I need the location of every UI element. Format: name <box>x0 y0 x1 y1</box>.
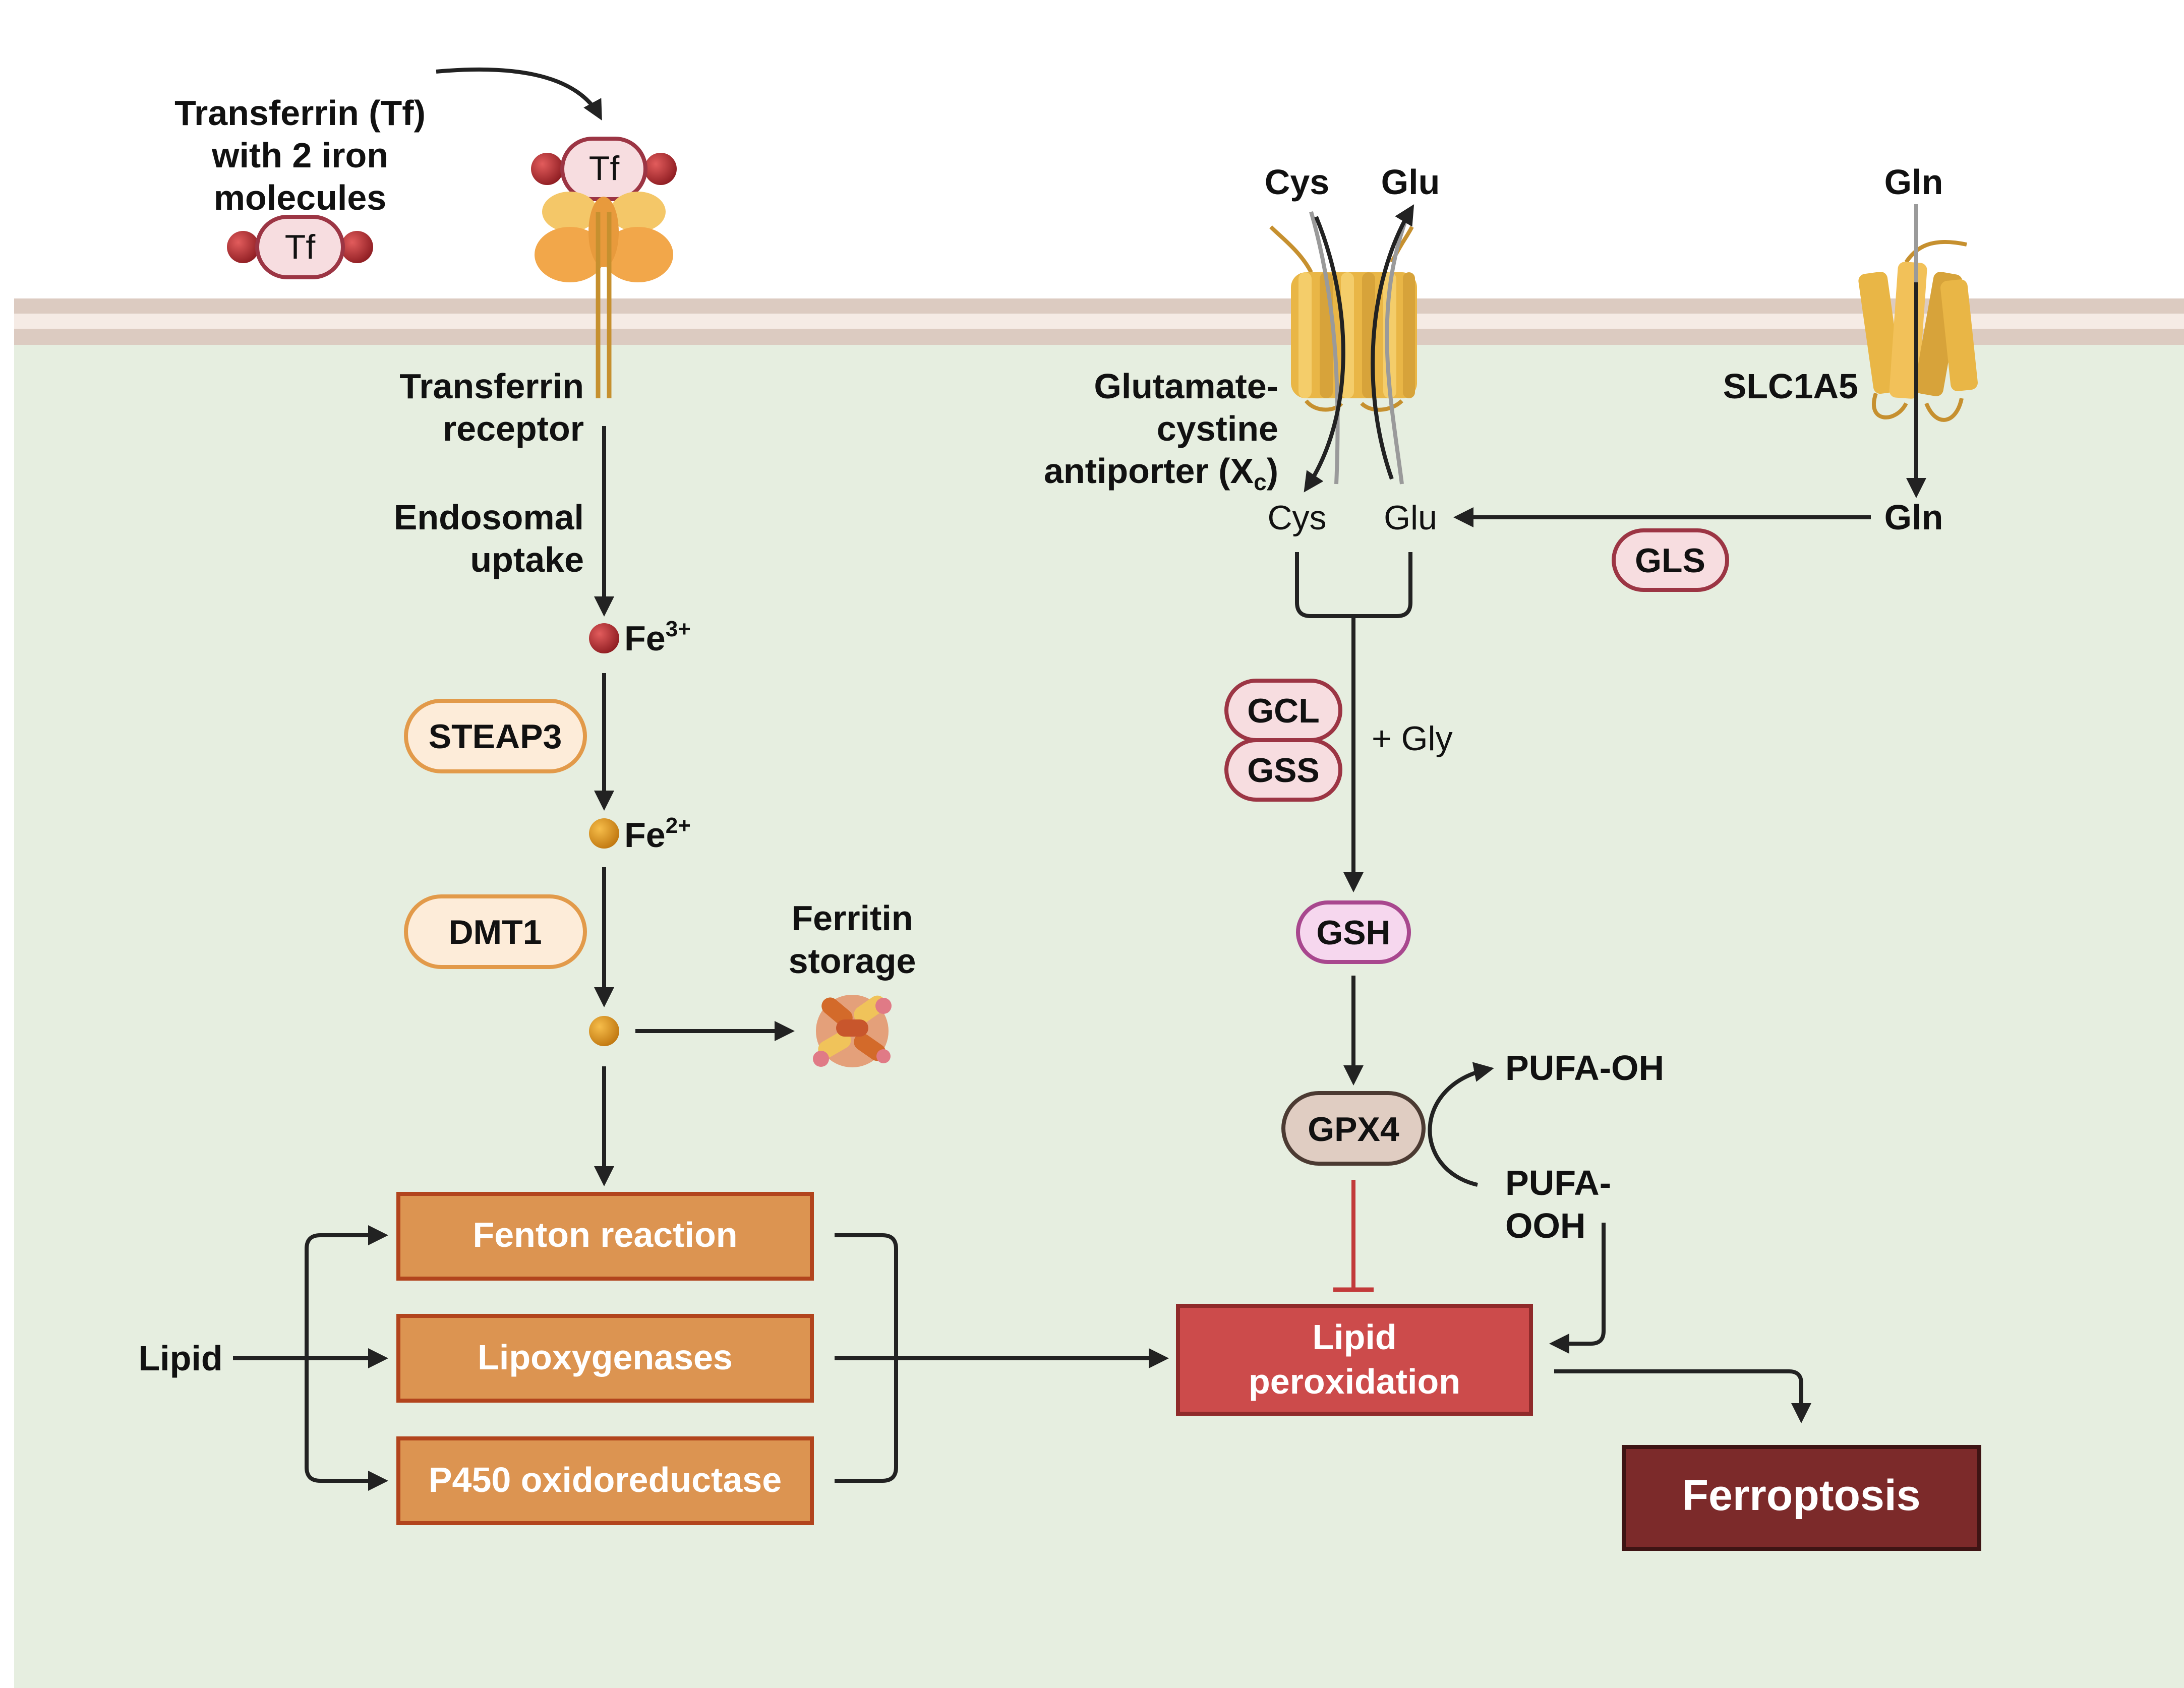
iron-ball-icon <box>644 153 677 185</box>
p450-oxidoreductase-text: P450 oxidoreductase <box>429 1460 782 1499</box>
tf-bound-pill-text: Tf <box>589 149 620 188</box>
gpx4-pill: GPX4 <box>1281 1091 1426 1166</box>
fenton-reaction-text: Fenton reaction <box>473 1215 737 1254</box>
fe2-label: Fe2+ <box>624 813 691 855</box>
transferrin-receptor-icon <box>535 192 673 398</box>
cell-membrane <box>14 298 2184 345</box>
lipid-label: Lipid <box>138 1339 222 1378</box>
tf-free-pill-text: Tf <box>285 228 316 266</box>
lipid-branch-bracket <box>305 1233 384 1483</box>
tf-binding-arrow <box>436 67 602 121</box>
tf-label-line1: Transferrin (Tf) <box>174 93 426 133</box>
tf-label-line2: with 2 iron <box>211 136 388 175</box>
glu-export-arrow <box>1371 204 1414 480</box>
dmt1-text: DMT1 <box>448 913 542 951</box>
plus-gly-label: + Gly <box>1372 719 1453 758</box>
transferrin-free-molecule: Tf <box>227 215 373 279</box>
to-ferroptosis-arrow <box>1554 1369 1811 1423</box>
ferroptosis-box: Ferroptosis <box>1622 1445 1981 1551</box>
endosomal-label-line2: uptake <box>470 540 584 579</box>
receptor-label-line1: Transferrin <box>399 367 584 406</box>
dmt1-pill: DMT1 <box>404 894 587 969</box>
pufa-ooh-label-line2: OOH <box>1505 1206 1585 1245</box>
labile-iron-icon <box>589 1016 619 1046</box>
pufa-ooh-to-peroxidation-arrow <box>1549 1223 1606 1354</box>
endosomal-label-line1: Endosomal <box>394 498 584 537</box>
ferritin-label-line2: storage <box>789 941 916 981</box>
fe3-ion-icon <box>589 623 619 653</box>
glu-inside-label: Glu <box>1384 499 1437 537</box>
gln-inside-label: Gln <box>1884 498 1943 537</box>
gss-pill: GSS <box>1224 738 1342 802</box>
transferrin-free-label: Transferrin (Tf) with 2 iron molecules <box>174 93 426 217</box>
lipoxygenases-text: Lipoxygenases <box>478 1338 733 1377</box>
ferritin-icon <box>813 995 892 1067</box>
slc1a5-label: SLC1A5 <box>1723 367 1858 406</box>
lipid-peroxidation-line2: peroxidation <box>1249 1362 1460 1401</box>
cys-outside-label: Cys <box>1265 162 1329 202</box>
gpx4-reduction-arrow <box>1428 1062 1494 1187</box>
gss-text: GSS <box>1247 751 1320 790</box>
iron-ball-icon <box>341 231 373 263</box>
steap3-pill: STEAP3 <box>404 699 587 773</box>
transferrin-receptor-complex: Tf <box>531 137 677 398</box>
fe3-label: Fe3+ <box>624 617 691 658</box>
gls-pill: GLS <box>1612 528 1729 592</box>
gpx4-text: GPX4 <box>1308 1110 1399 1149</box>
cys-transport-track <box>1309 211 1340 485</box>
steap3-text: STEAP3 <box>429 717 562 756</box>
gls-text: GLS <box>1635 541 1705 580</box>
gln-outside-label: Gln <box>1884 162 1943 202</box>
glu-transport-track <box>1385 216 1409 485</box>
lipoxygenases-box: Lipoxygenases <box>396 1314 814 1403</box>
pufa-oh-label: PUFA-OH <box>1505 1048 1664 1088</box>
xc-label-line2: cystine <box>1157 409 1278 448</box>
iron-ball-icon <box>531 153 563 185</box>
xc-label-line3: antiporter (Xc) <box>1044 451 1278 495</box>
lipid-peroxidation-line1: Lipid <box>1312 1317 1396 1357</box>
fenton-reaction-box: Fenton reaction <box>396 1192 814 1281</box>
gcl-text: GCL <box>1247 692 1320 730</box>
gpx4-inhibition-line <box>1333 1180 1374 1292</box>
cys-inside-label: Cys <box>1267 499 1326 537</box>
cys-import-arrow <box>1304 216 1345 493</box>
gcl-pill: GCL <box>1224 679 1342 742</box>
xc-label-line1: Glutamate- <box>1094 367 1278 406</box>
ferroptosis-text: Ferroptosis <box>1682 1471 1920 1520</box>
iron-ball-icon <box>227 231 259 263</box>
gsh-text: GSH <box>1316 914 1390 952</box>
receptor-label-line2: receptor <box>443 409 584 448</box>
tf-label-line3: molecules <box>214 178 386 217</box>
lipid-peroxidation-box: Lipid peroxidation <box>1176 1304 1533 1416</box>
gsh-pill: GSH <box>1296 900 1411 964</box>
glutamate-cystine-antiporter-icon <box>1269 225 1417 412</box>
glu-outside-label: Glu <box>1381 162 1440 202</box>
fe2-ion-icon <box>589 818 619 849</box>
ferritin-label-line1: Ferritin <box>791 898 913 938</box>
p450-oxidoreductase-box: P450 oxidoreductase <box>396 1436 814 1525</box>
pufa-ooh-label-line1: PUFA- <box>1505 1163 1611 1202</box>
